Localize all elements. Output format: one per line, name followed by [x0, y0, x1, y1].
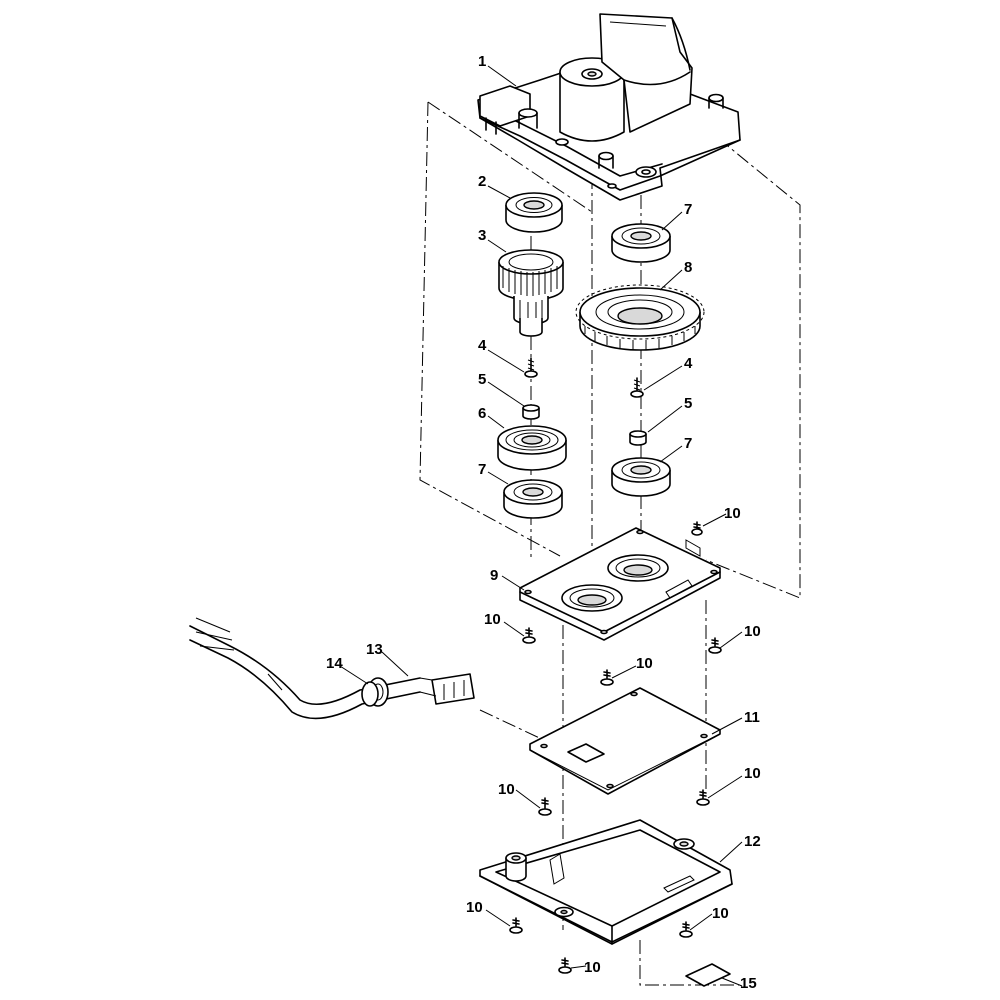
callout-7-upper-right: 7: [684, 201, 692, 218]
circuit-board: [529, 687, 721, 795]
callout-10-d: 10: [636, 655, 653, 672]
cable-harness: [189, 617, 475, 720]
bearing-lower-left: [503, 479, 563, 519]
callout-4-left: 4: [478, 337, 487, 354]
bearing-upper-left: [505, 192, 563, 233]
bearing-lower-right: [611, 457, 671, 497]
callout-3: 3: [478, 227, 486, 244]
callout-15: 15: [740, 975, 757, 992]
screw-board-right: [696, 789, 710, 806]
label-plate: [685, 963, 731, 987]
callout-10-e: 10: [498, 781, 515, 798]
callout-labels: 1 2 3 4 5 6 7 7 8 4 5 7 9 10 10 10 10 11…: [326, 53, 761, 992]
screw-plate-right: [708, 637, 722, 654]
callout-10-a: 10: [724, 505, 741, 522]
screw-board-left: [538, 797, 552, 816]
screw-left: [524, 357, 538, 378]
callout-8: 8: [684, 259, 692, 276]
callout-5-left: 5: [478, 371, 486, 388]
callout-10-b: 10: [484, 611, 501, 628]
base-housing: [479, 819, 733, 945]
callout-10-f: 10: [744, 765, 761, 782]
callout-10-c: 10: [744, 623, 761, 640]
screw-base-left: [509, 917, 523, 934]
callout-7-lower-left: 7: [478, 461, 486, 478]
callout-2: 2: [478, 173, 486, 190]
spacer-right: [629, 430, 647, 446]
callout-10-g: 10: [466, 899, 483, 916]
callout-9: 9: [490, 567, 498, 584]
screw-base-bottom: [558, 957, 572, 974]
callout-11: 11: [744, 709, 760, 726]
drive-gear: [575, 284, 705, 351]
screw-plate-center: [600, 669, 614, 686]
leader-lines: [339, 65, 743, 987]
housing-cover: [477, 13, 741, 201]
screw-plate-left: [522, 627, 536, 644]
grommet: [361, 677, 389, 707]
screw-right: [630, 377, 644, 398]
screw-plate-upper-right: [691, 521, 703, 536]
callout-13: 13: [366, 641, 383, 658]
mounting-plate: [519, 527, 721, 641]
callout-7-lower-right: 7: [684, 435, 692, 452]
callout-14: 14: [326, 655, 343, 672]
callout-10-i: 10: [584, 959, 601, 976]
spacer-left: [522, 404, 540, 420]
pinion-gear: [498, 249, 564, 337]
bearing-upper-right: [611, 223, 671, 263]
callout-12: 12: [744, 833, 761, 850]
callout-4-right: 4: [684, 355, 693, 372]
bearing-flanged: [497, 425, 567, 471]
callout-10-h: 10: [712, 905, 729, 922]
screw-base-right: [679, 921, 693, 938]
callout-5-right: 5: [684, 395, 692, 412]
callout-1: 1: [478, 53, 486, 70]
callout-6: 6: [478, 405, 486, 422]
